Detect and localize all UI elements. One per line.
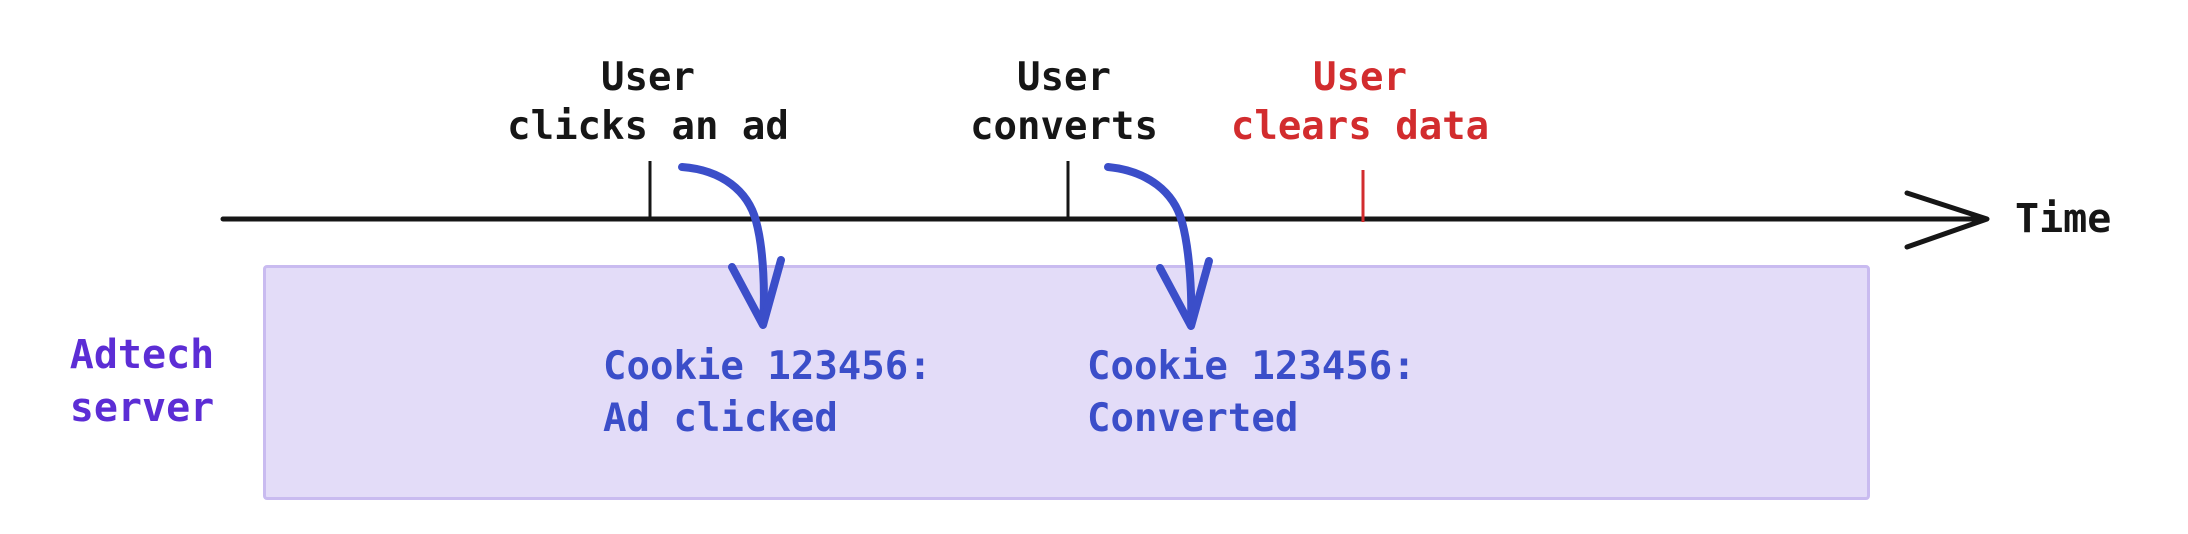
event-label-line: clicks an ad — [507, 104, 789, 149]
cookie-record-converted: Cookie 123456: Converted — [1087, 341, 1416, 445]
adtech-server-box — [263, 265, 1870, 500]
convert-to-cookie-arrow — [1104, 163, 1196, 327]
convert-to-cookie-arrowhead-icon — [1156, 257, 1213, 330]
event-label-user-converts: User converts — [844, 53, 1284, 151]
event-label-user-clears-data: User clears data — [1140, 53, 1580, 151]
cookie-record-line: Cookie 123456: — [1087, 344, 1416, 389]
cookie-record-line: Cookie 123456: — [603, 344, 932, 389]
time-axis-label: Time — [2015, 196, 2112, 242]
adtech-server-label-line: Adtech — [69, 332, 215, 378]
event-label-line: clears data — [1230, 104, 1490, 149]
event-label-line: User — [601, 55, 695, 100]
cookie-record-ad-clicked: Cookie 123456: Ad clicked — [603, 341, 932, 445]
event-label-user-clicks-ad: User clicks an ad — [428, 53, 868, 151]
event-label-line: User — [1017, 55, 1111, 100]
cookie-record-line: Ad clicked — [603, 396, 838, 441]
adtech-server-label-line: server — [69, 385, 215, 431]
event-label-line: converts — [970, 104, 1158, 149]
time-axis-arrowhead-icon — [1904, 190, 1990, 250]
cookie-record-line: Converted — [1087, 396, 1299, 441]
click-to-cookie-arrow — [678, 163, 768, 326]
adtech-server-label: Adtech server — [22, 329, 262, 435]
event-label-line: User — [1313, 55, 1407, 100]
click-to-cookie-arrowhead-icon — [728, 256, 785, 329]
